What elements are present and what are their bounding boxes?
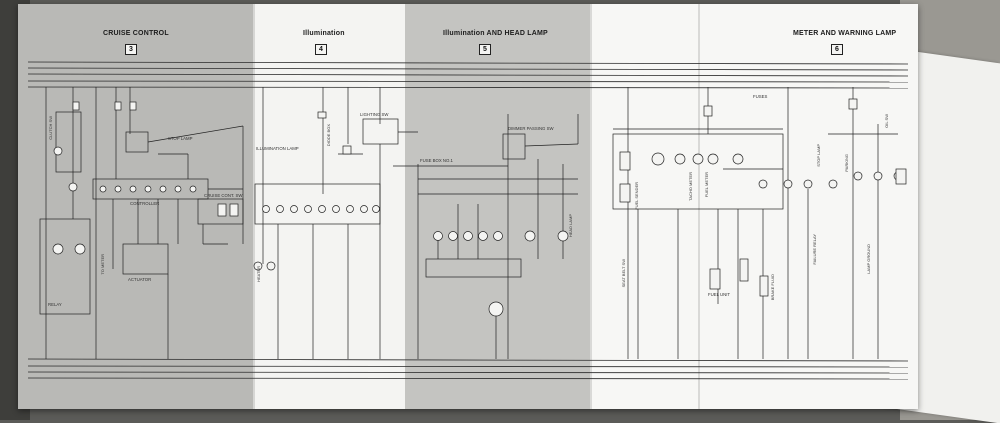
section-title: METER AND WARNING LAMP [793,30,897,37]
actuator-label: ACTUATOR [128,277,152,282]
circuit-schematic [27,61,909,380]
dimmer-passing-sw-label: DIMMER PASSING SW [508,126,554,131]
fuel-sender-label: FUEL SENDER [634,182,639,210]
clutch-sw-label: CLUTCH SW [48,116,53,140]
page-fold [698,4,700,409]
head-lamp-label: HEAD LAMP [568,214,573,238]
stop-lamp-label: STOP LAMP [816,144,821,167]
section-title: Illumination AND HEAD LAMP [443,30,548,37]
lamp-ground-label: LAMP GROUND [866,244,871,274]
headlamp-band [405,4,590,409]
section-number: 3 [125,44,137,55]
to-meter-label: TO METER [100,254,105,275]
heater-label: HEATER [256,266,261,282]
brake-fluid-label: BRAKE FLUID [770,274,775,301]
illumination-lamp-label: ILLUMINATION LAMP [256,146,299,151]
cruise-cont-sw-label: CRUISE CONT. SW [204,193,243,198]
fuel-unit-label: FUEL UNIT [708,292,731,297]
diode-box-label: DIODE BOX [326,124,331,147]
section-number: 4 [315,44,327,55]
page-fold [253,4,255,409]
meter-band [590,4,918,409]
fuse-box-label: FUSE BOX NO.1 [420,158,453,163]
fuses-label: FUSES [753,94,768,99]
lighting-sw-label: LIGHTING SW [360,112,389,117]
cruise-control-band [18,4,253,409]
section-number: 5 [479,44,491,55]
section-number: 6 [831,44,843,55]
wiring-diagram-sheet: CRUISE CONTROL 3 Illumination 4 Illumina… [18,4,918,409]
seat-belt-sw-label: SEAT BELT SW [621,259,626,288]
fuel-meter-label: FUEL METER [704,172,709,198]
controller-label: CONTROLLER [130,201,160,206]
relay-label: RELAY [48,302,62,307]
stop-lamp-label: STOP LAMP [168,136,193,141]
tacho-meter-label: TACHO METER [688,172,693,201]
parking-label: PARKING [844,154,849,172]
section-title: CRUISE CONTROL [103,30,169,37]
section-title: Illumination [303,30,345,37]
page-fold [590,4,592,409]
oil-sw-label: OIL SW [884,114,889,128]
failure-relay-label: FAILURE RELAY [812,234,817,265]
